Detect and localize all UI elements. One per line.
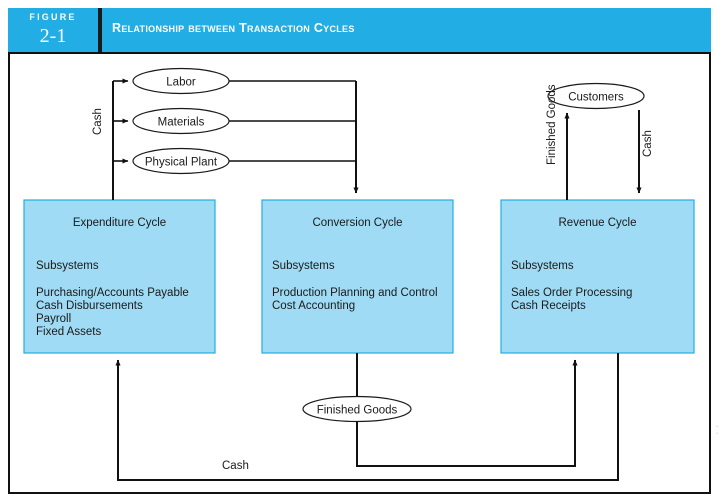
physical-plant-node-label: Physical Plant	[145, 157, 218, 169]
cash-bottom-label: Cash	[222, 460, 249, 472]
finished-goods-to-revenue-arrow	[356, 359, 578, 467]
figure-outer-frame	[8, 52, 711, 494]
page-corner-mark: ◦◦	[716, 424, 718, 437]
figure-header-band	[8, 8, 711, 52]
figure-number: 2-1	[39, 25, 67, 47]
cash-from-customers-label: Cash	[642, 130, 654, 157]
expenditure-subsystem-2: Payroll	[36, 313, 71, 325]
labor-node[interactable]: Labor	[132, 67, 230, 95]
expenditure-subsystem-3: Fixed Assets	[36, 326, 101, 338]
materials-node[interactable]: Materials	[132, 107, 230, 135]
cash-to-resources-label: Cash	[92, 108, 104, 135]
finished-goods-to-customers-label: Finished Goods	[546, 84, 558, 165]
expenditure-subsystem-1: Cash Disbursements	[36, 300, 143, 312]
expenditure-cycle-title: Expenditure Cycle	[73, 217, 166, 229]
customers-node-label: Customers	[568, 92, 624, 104]
finished-goods-node[interactable]: Finished Goods	[302, 395, 412, 423]
expenditure-cycle-box[interactable]: Expenditure Cycle Subsystems Purchasing/…	[23, 199, 216, 354]
materials-node-label: Materials	[158, 117, 205, 129]
conversion-subsystem-0: Production Planning and Control	[272, 287, 438, 299]
revenue-subsystem-0: Sales Order Processing	[511, 287, 632, 299]
conversion-subsystems-heading: Subsystems	[272, 260, 335, 272]
revenue-cycle-title: Revenue Cycle	[559, 217, 637, 229]
cash-revenue-to-expenditure-arrow	[115, 353, 619, 481]
figure-label-word: Figure	[29, 12, 77, 22]
expenditure-subsystems-heading: Subsystems	[36, 260, 99, 272]
conversion-cycle-box[interactable]: Conversion Cycle Subsystems Production P…	[261, 199, 454, 354]
conversion-cycle-title: Conversion Cycle	[312, 217, 402, 229]
revenue-subsystem-1: Cash Receipts	[511, 300, 586, 312]
revenue-subsystems-heading: Subsystems	[511, 260, 574, 272]
customers-node[interactable]: Customers	[547, 82, 645, 110]
labor-node-label: Labor	[166, 77, 196, 89]
frame-top-rule	[8, 52, 711, 54]
physical-plant-node[interactable]: Physical Plant	[132, 147, 230, 175]
figure-title: Relationship between Transaction Cycles	[112, 21, 355, 35]
expenditure-subsystem-0: Purchasing/Accounts Payable	[36, 287, 189, 299]
conversion-subsystem-1: Cost Accounting	[272, 300, 355, 312]
revenue-cycle-box[interactable]: Revenue Cycle Subsystems Sales Order Pro…	[500, 199, 695, 354]
figure-tag: Figure 2-1	[8, 8, 98, 52]
finished-goods-node-label: Finished Goods	[317, 405, 398, 417]
header-divider	[98, 8, 102, 52]
